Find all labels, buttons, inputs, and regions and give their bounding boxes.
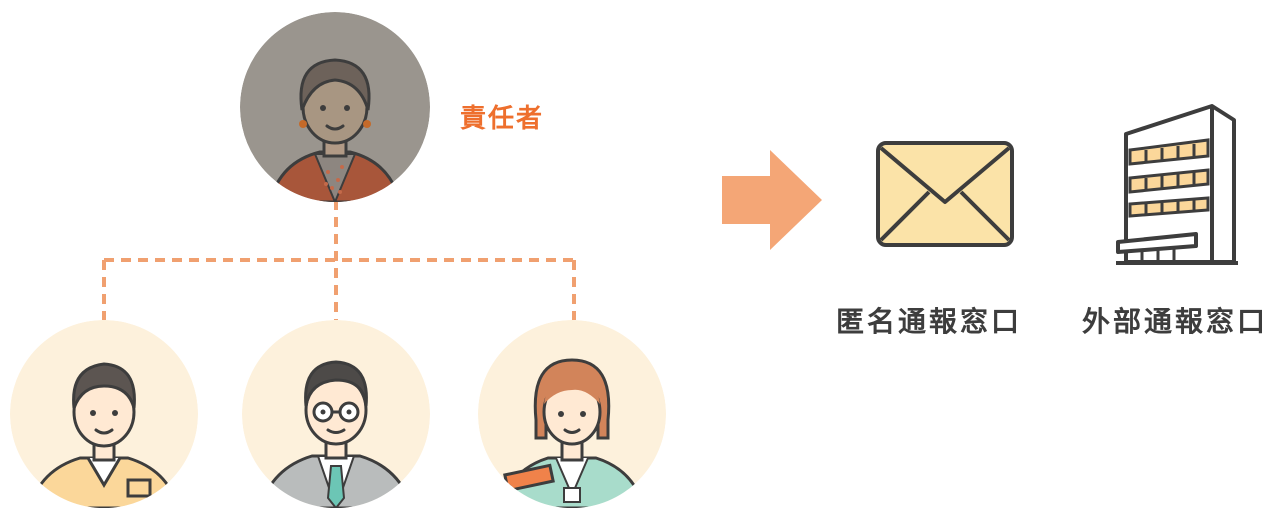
envelope-icon (876, 141, 1014, 247)
anonymous-report-label: 匿名通報窓口 (836, 305, 1023, 338)
staff-businessman-avatar (242, 320, 430, 508)
building-icon (1116, 104, 1238, 265)
manager-label: 責任者 (460, 104, 545, 134)
right-arrow-icon (722, 150, 822, 250)
staff-worker-avatar (10, 320, 198, 508)
manager-avatar (240, 12, 430, 202)
external-report-label: 外部通報窓口 (1082, 305, 1269, 338)
staff-woman-avatar (478, 320, 666, 508)
